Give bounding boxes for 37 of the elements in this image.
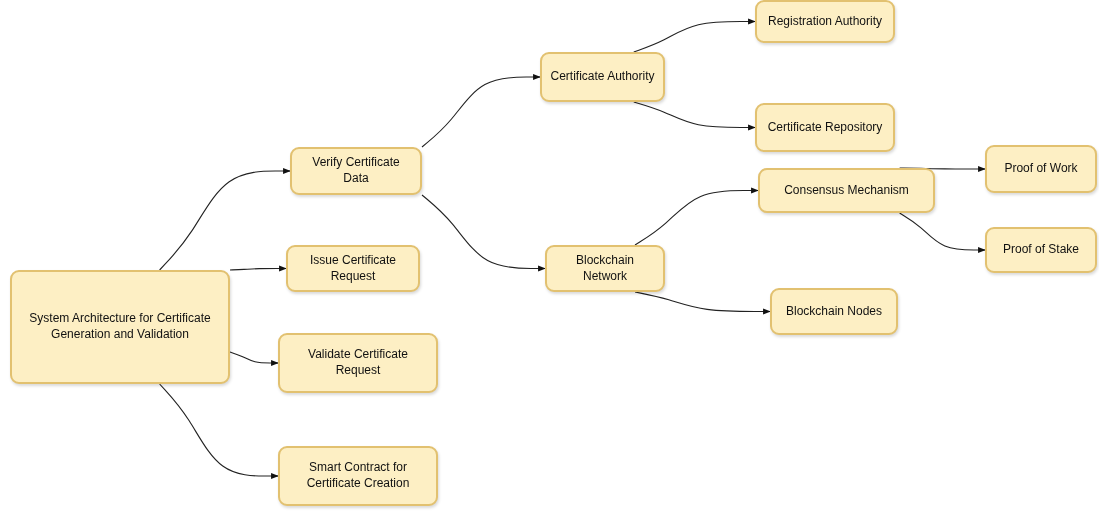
arrow	[899, 212, 986, 254]
node-label: Blockchain Network	[575, 252, 635, 285]
node-label: Proof of Stake	[1002, 242, 1079, 258]
process-box	[278, 333, 438, 393]
process-box	[290, 147, 422, 195]
process-box	[545, 245, 665, 292]
process-box	[985, 145, 1097, 193]
process-box	[758, 168, 935, 213]
node-label: Issue Certificate Request	[308, 252, 397, 285]
process-box	[286, 245, 420, 292]
arrow	[229, 265, 287, 272]
arrow	[634, 187, 759, 246]
arrow	[633, 18, 756, 53]
node-label: Smart Contract for Certificate Creation	[305, 460, 411, 492]
process-box	[10, 270, 230, 384]
arrow	[634, 291, 771, 315]
node-label: Certificate Repository	[767, 119, 883, 136]
node-label: Registration Authority	[767, 13, 883, 30]
node-label: System Architecture for Certificate Generation and Validation	[28, 311, 212, 343]
arrow	[633, 101, 756, 131]
process-box	[985, 227, 1097, 273]
arrow	[159, 383, 279, 480]
node-label: Verify Certificate Data	[311, 155, 401, 187]
node-label: Proof of Work	[1004, 161, 1078, 177]
node-label: Consensus Mechanism	[784, 182, 909, 199]
node-label: Blockchain Nodes	[785, 303, 883, 320]
arrow	[159, 167, 291, 271]
process-box	[278, 446, 438, 506]
process-box	[770, 288, 898, 335]
node-label: Certificate Authority	[550, 69, 655, 85]
node-label: Validate Certificate Request	[307, 347, 409, 379]
arrow	[421, 73, 541, 148]
process-box	[540, 52, 665, 102]
arrow	[421, 194, 546, 272]
arrow	[229, 351, 279, 367]
process-box	[755, 103, 895, 152]
process-box	[755, 0, 895, 43]
